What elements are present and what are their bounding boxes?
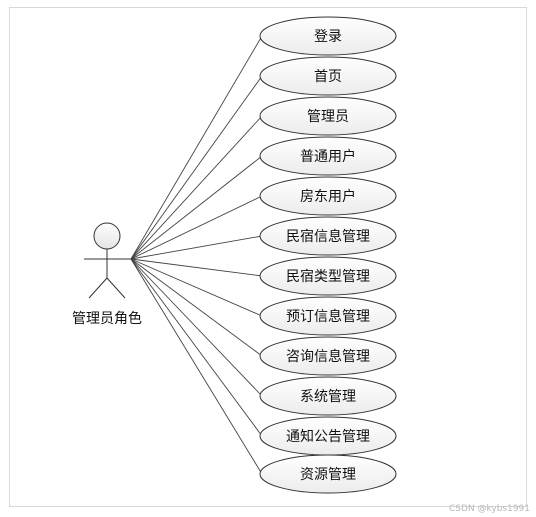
use-case-label: 首页 <box>314 69 342 85</box>
association-line <box>130 258 263 277</box>
use-case-label: 普通用户 <box>300 148 356 165</box>
diagram-frame <box>9 7 527 507</box>
association-line <box>130 195 263 260</box>
use-case: 登录 <box>259 16 397 56</box>
use-case-ellipse <box>259 376 397 416</box>
actor-left-leg <box>88 277 108 299</box>
association-line <box>130 75 263 260</box>
use-case: 预订信息管理 <box>259 296 397 336</box>
use-case-label: 系统管理 <box>300 389 356 405</box>
use-case: 资源管理 <box>259 454 397 494</box>
association-line <box>130 115 263 260</box>
use-case-label: 登录 <box>314 29 342 45</box>
use-case-label: 预订信息管理 <box>286 308 370 325</box>
use-case-ellipse <box>259 216 397 256</box>
association-line <box>130 235 263 260</box>
association-line <box>130 258 263 317</box>
use-case: 咨询信息管理 <box>259 336 397 376</box>
use-case-label: 通知公告管理 <box>286 428 370 445</box>
use-case-ellipse <box>259 16 397 56</box>
use-case-label: 咨询信息管理 <box>286 348 370 365</box>
association-lines <box>130 35 263 475</box>
use-case-label: 资源管理 <box>300 467 356 483</box>
use-case-list: 登录首页管理员普通用户房东用户民宿信息管理民宿类型管理预订信息管理咨询信息管理系… <box>259 16 397 494</box>
use-case: 首页 <box>259 56 397 96</box>
association-line <box>130 35 263 260</box>
use-case: 普通用户 <box>259 136 397 176</box>
use-case-ellipse <box>259 336 397 376</box>
use-case: 民宿信息管理 <box>259 216 397 256</box>
use-case-ellipse <box>259 96 397 136</box>
association-line <box>130 258 263 475</box>
association-line <box>130 258 263 397</box>
association-line <box>130 258 263 437</box>
actor-label: 管理员角色 <box>72 310 142 327</box>
use-case: 通知公告管理 <box>259 416 397 456</box>
association-line <box>130 258 263 357</box>
use-case-ellipse <box>259 56 397 96</box>
use-case: 管理员 <box>259 96 397 136</box>
watermark: CSDN @kybs1991 <box>448 504 530 514</box>
use-case-ellipse <box>259 176 397 216</box>
association-line <box>130 155 263 260</box>
use-case: 房东用户 <box>259 176 397 216</box>
use-case-label: 管理员 <box>307 109 349 125</box>
use-case: 系统管理 <box>259 376 397 416</box>
use-case-ellipse <box>259 454 397 494</box>
use-case-label: 民宿信息管理 <box>286 228 370 245</box>
use-case-label: 房东用户 <box>300 188 356 205</box>
use-case-ellipse <box>259 136 397 176</box>
use-case-ellipse <box>259 256 397 296</box>
actor-figure: 管理员角色 <box>72 222 142 327</box>
actor-right-leg <box>106 277 126 299</box>
use-case: 民宿类型管理 <box>259 256 397 296</box>
actor-head <box>93 222 121 250</box>
use-case-label: 民宿类型管理 <box>286 268 370 285</box>
use-case-ellipse <box>259 296 397 336</box>
